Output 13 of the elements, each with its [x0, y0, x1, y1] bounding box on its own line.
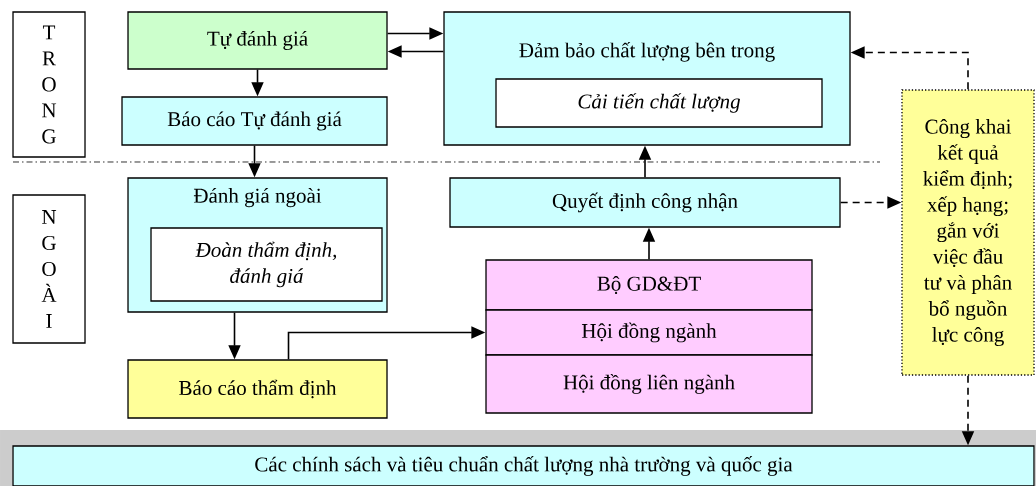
inner-box: Cải tiến chất lượng: [495, 78, 823, 128]
process-box: Báo cáo thẩm định: [127, 359, 388, 419]
process-box: Tự đánh giá: [127, 11, 388, 70]
note-box: Công khai kết quả kiểm định; xếp hạng; gắn với việc đầu tư và phân bổ nguồn lực công: [901, 89, 1035, 376]
side-label: N G O À I: [12, 194, 86, 344]
process-box: Báo cáo Tự đánh giá: [121, 96, 388, 146]
inner-box: Đoàn thẩm định, đánh giá: [150, 227, 383, 302]
process-box: Quyết định công nhận: [449, 177, 841, 228]
body-box: Bộ GD&ĐT: [485, 259, 813, 311]
body-box: Hội đồng liên ngành: [485, 354, 813, 414]
policy-band: Các chính sách và tiêu chuẩn chất lượng nhà trường và quốc gia: [12, 445, 1035, 486]
body-box: Hội đồng ngành: [485, 309, 813, 356]
side-label: T R O N G: [12, 11, 86, 158]
